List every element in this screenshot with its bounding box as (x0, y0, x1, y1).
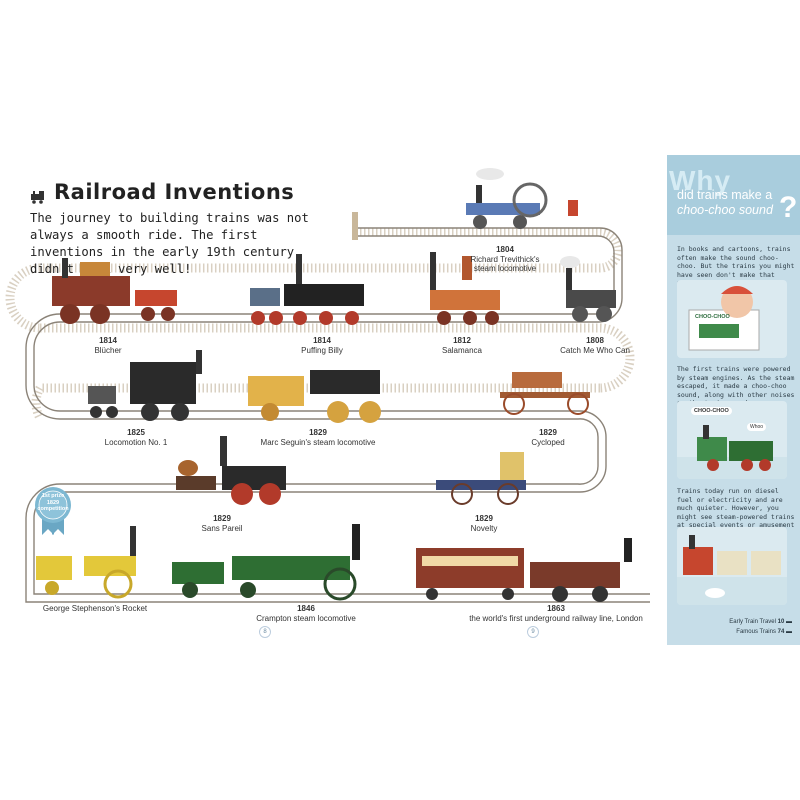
bubble-choo-choo-1: CHOO-CHOO (695, 314, 730, 320)
page-title-text: Railroad Inventions (54, 180, 295, 204)
caption-rocket: George Stephenson's Rocket (42, 604, 148, 613)
cycloped-locomotive (500, 372, 590, 415)
question-mark-icon: ? (779, 191, 798, 224)
marc-seguin-locomotive (248, 370, 381, 423)
underground-railway-train (416, 538, 632, 602)
train-small-icon: ▬ (786, 629, 792, 635)
badge-line1: 1st prize (41, 493, 65, 499)
sidebar-picture-modern-train (677, 527, 787, 605)
prize-badge: 1st prize 1829 competition (34, 485, 72, 535)
sans-pareil-locomotive (176, 436, 286, 505)
puffing-billy-locomotive (250, 254, 364, 325)
intro-text: The journey to building trains was not a… (30, 211, 309, 276)
salamanca-locomotive (430, 252, 500, 325)
bubble-choo-choo-2: CHOO-CHOO (691, 407, 732, 415)
sidebar-question-line2: choo-choo sound (677, 203, 773, 217)
trevithick-locomotive (466, 168, 578, 229)
page-number-right: 9 (527, 626, 539, 638)
bubble-whoo: Whoo (747, 423, 767, 431)
novelty-locomotive (436, 452, 526, 505)
crampton-locomotive (172, 524, 360, 601)
locomotion-no1-locomotive (88, 350, 202, 421)
train-icon (30, 185, 46, 204)
sidebar-header: Why did trains make a choo-choo sound ? (667, 155, 800, 235)
sidebar-picture-book: CHOO-CHOO (677, 280, 787, 358)
book-icon: ▬ (786, 619, 792, 625)
badge-line3: competition (37, 506, 69, 512)
sidebar-panel: Why did trains make a choo-choo sound ? … (667, 155, 800, 645)
sidebar-why: Why (669, 165, 732, 196)
crossref-early-train-travel[interactable]: Early Train Travel 10 ▬ (729, 619, 792, 625)
page-title: Railroad Inventions (30, 180, 294, 204)
sidebar-picture-steam: CHOO-CHOO Whoo (677, 401, 787, 479)
catch-me-who-can-locomotive (560, 256, 616, 322)
sidebar-question-line1: did trains make a (677, 188, 773, 202)
rocket-locomotive (36, 526, 136, 599)
crossref-famous-trains[interactable]: Famous Trains 74 ▬ (736, 629, 792, 635)
blucher-locomotive (52, 258, 177, 324)
page-number-left: 8 (259, 626, 271, 638)
badge-line2: 1829 (46, 499, 60, 506)
